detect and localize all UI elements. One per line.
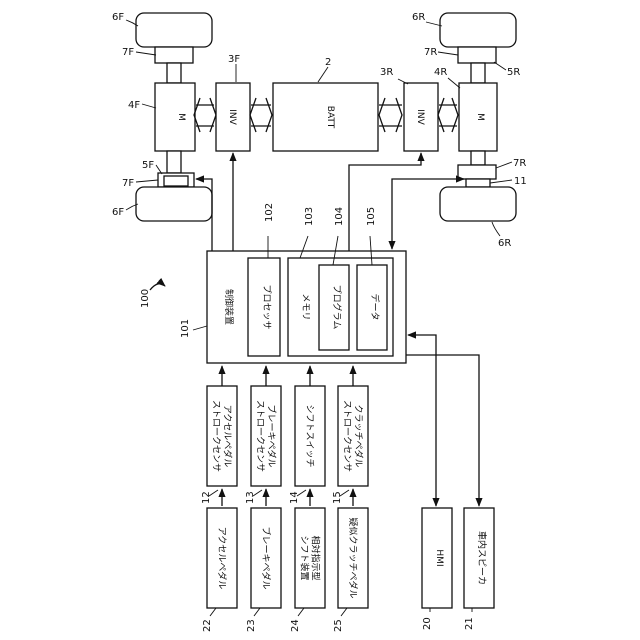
input-device-label: 疑似クラッチペダル xyxy=(347,517,359,598)
front-motor-label: M xyxy=(176,113,186,121)
program-ref: 104 xyxy=(334,207,345,226)
sensor-group: アクセルペダルストロークセンサ 12 ブレーキペダルストロークセンサ 13 シフトスイッ… xyxy=(201,366,368,506)
rear-gear-ref: 5R xyxy=(507,67,520,78)
input-device-label: アクセルペダル xyxy=(216,527,228,590)
rear-shaft-lower xyxy=(471,151,485,165)
front-inverter-ref: 3F xyxy=(228,54,240,65)
rear-gear-leader xyxy=(494,62,506,70)
front-motor-ref: 4F xyxy=(128,100,140,111)
front-wheel-lower xyxy=(136,187,212,221)
battery-ref: 2 xyxy=(325,57,331,68)
rear-wheel-upper-ref: 6R xyxy=(412,12,425,23)
rear-wheel-lower-ref: 6R xyxy=(498,238,511,249)
sensor-label: アクセルペダルストロークセンサ xyxy=(211,400,234,472)
rear-motor-ref: 4R xyxy=(434,67,447,78)
front-shaft-lower xyxy=(167,151,181,173)
sensor-ref: 13 xyxy=(245,491,256,504)
system-ref: 100 xyxy=(140,289,151,308)
input-device-ref-leader xyxy=(298,608,304,616)
front-motor xyxy=(155,83,195,151)
hmi-label: HMI xyxy=(434,549,444,566)
rear-clutch xyxy=(466,179,490,187)
sensor-ref: 12 xyxy=(201,491,212,504)
controller-leader xyxy=(193,326,207,330)
front-wheel-lower-ref: 6F xyxy=(112,207,124,218)
rear-wheel-upper xyxy=(440,13,516,47)
front-gear-ref: 5F xyxy=(142,160,154,171)
front-hub-upper-leader xyxy=(136,52,156,55)
input-device-ref-leader xyxy=(254,608,260,616)
hmi-ref: 20 xyxy=(422,617,433,630)
rear-inverter-motor-arrowheads xyxy=(438,98,458,132)
program-label: プログラム xyxy=(331,285,343,330)
sensor-label: ブレーキペダルストロークセンサ xyxy=(255,400,278,472)
battery-leader xyxy=(318,67,328,82)
front-hub-lower-leader xyxy=(136,180,158,182)
input-device-label: 相対指示型シフト装置 xyxy=(299,535,322,580)
rear-inverter-ref: 3R xyxy=(380,67,393,78)
front-hub-lower xyxy=(164,176,188,186)
processor-ref: 102 xyxy=(264,203,275,222)
input-device-ref: 25 xyxy=(333,619,344,632)
front-hub-upper-ref: 7F xyxy=(122,47,134,58)
input-device-ref-leader xyxy=(210,608,216,616)
input-device-label: ブレーキペダル xyxy=(260,526,272,589)
system-ref-arrow xyxy=(150,284,165,290)
input-device-ref: 24 xyxy=(290,619,301,632)
front-wheel-upper-ref: 6F xyxy=(112,12,124,23)
sensor-label: シフトスイッチ xyxy=(304,404,315,467)
rear-inverter-motor-link xyxy=(439,105,457,126)
front-motor-inverter-arrowheads xyxy=(194,98,216,132)
memory-label: メモリ xyxy=(300,293,310,320)
sensor-ref: 14 xyxy=(289,491,300,504)
rear-hub-upper xyxy=(458,47,496,63)
rear-motor-leader xyxy=(448,78,460,88)
front-shaft-upper xyxy=(167,63,181,83)
rear-hub-lower-ref: 7R xyxy=(513,158,526,169)
speaker-label: 車内スピーカ xyxy=(476,531,488,585)
controller-to-speaker-line xyxy=(406,355,479,506)
rear-inverter-label: INV xyxy=(415,109,425,125)
front-inverter-battery-link xyxy=(251,105,271,126)
controller-to-rear-inverter-line xyxy=(349,153,421,251)
front-motor-leader xyxy=(142,104,156,108)
rear-clutch-leader xyxy=(490,180,512,183)
controller-label: 制御装置 xyxy=(223,289,235,325)
input-device-ref: 23 xyxy=(246,619,257,632)
input-device-ref-leader xyxy=(341,608,347,616)
sensor-label: クラッチペダルストロークセンサ xyxy=(342,400,365,472)
controller-hmi-line xyxy=(408,335,436,506)
rear-clutch-ref: 11 xyxy=(514,176,527,187)
battery-rear-inverter-arrowheads xyxy=(379,98,402,132)
battery-label: BATT xyxy=(325,106,335,129)
rear-hub-lower-leader xyxy=(496,162,512,168)
rear-shaft-upper xyxy=(471,63,485,83)
rear-hub-upper-leader xyxy=(438,52,458,55)
front-hub-upper xyxy=(155,47,193,63)
front-hub-lower-ref: 7F xyxy=(122,178,134,189)
rear-wheel-lower xyxy=(440,187,516,221)
sensor-ref: 15 xyxy=(332,491,343,504)
front-inverter-battery-arrowheads xyxy=(250,98,272,132)
memory-ref: 103 xyxy=(304,207,315,226)
front-wheel-upper xyxy=(136,13,212,47)
rear-gear xyxy=(458,165,496,179)
input-device-ref: 22 xyxy=(202,619,213,632)
rear-hub-upper-ref: 7R xyxy=(424,47,437,58)
rear-motor-label: M xyxy=(475,113,485,121)
front-inverter-label: INV xyxy=(227,109,237,125)
data-ref: 105 xyxy=(366,207,377,226)
rear-wheel-lower-leader xyxy=(492,222,500,236)
data-label: データ xyxy=(369,293,381,320)
speaker-ref: 21 xyxy=(464,617,475,630)
input-group: アクセルペダル 22 ブレーキペダル 23 相対指示型シフト装置 24 疑似クラッチペダル 2… xyxy=(202,508,368,632)
front-motor-inverter-link xyxy=(196,105,214,126)
rear-inverter-leader xyxy=(398,79,408,84)
controller-ref: 101 xyxy=(180,319,191,338)
processor-label: プロセッサ xyxy=(261,284,272,329)
